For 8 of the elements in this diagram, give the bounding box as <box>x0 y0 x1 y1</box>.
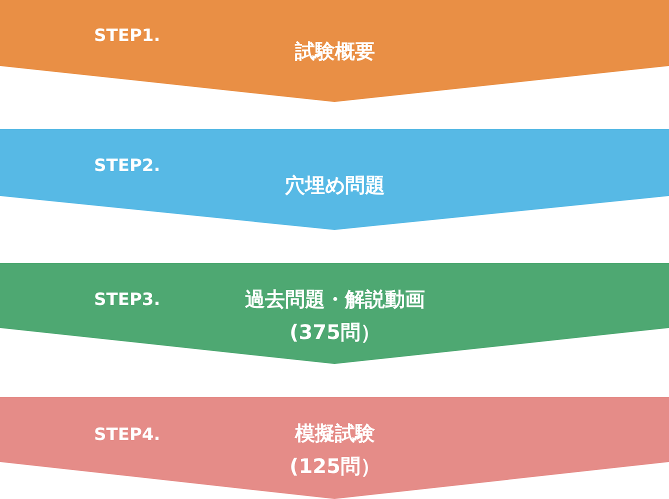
step-title: 模擬試験(125問） <box>288 420 382 480</box>
step-label: STEP2. <box>94 156 160 176</box>
step-title: 試験概要 <box>294 38 376 65</box>
step-title: 過去問題・解説動画(375問） <box>244 286 426 346</box>
step-title: 穴埋め問題 <box>284 172 386 199</box>
step-label: STEP4. <box>94 425 160 445</box>
step-label: STEP1. <box>94 26 160 46</box>
step-label: STEP3. <box>94 290 160 310</box>
